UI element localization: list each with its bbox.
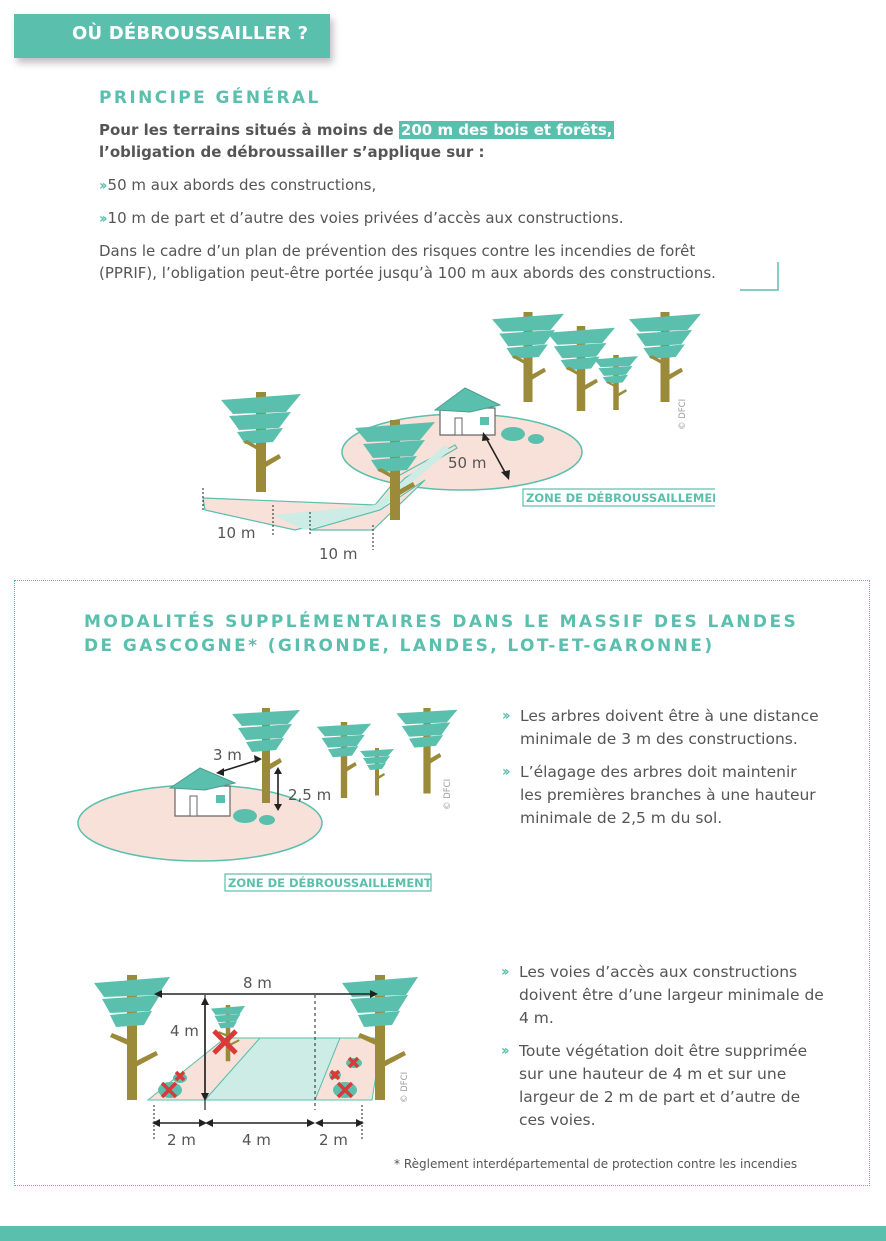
chevron-icon: ›› xyxy=(502,708,510,724)
intro-bold-1: Pour les terrains situés à moins de xyxy=(99,121,399,139)
bullet-line: largeur de 2 m de part et d’autre de xyxy=(519,1088,801,1106)
label-2m-right: 2 m xyxy=(319,1131,348,1149)
figure-road-illustration: 8 m 4 m 2 m 4 m 2 m © DFCI xyxy=(94,974,418,1149)
bullet-line: 4 m. xyxy=(519,1009,554,1027)
bullet-line: minimale de 2,5 m du sol. xyxy=(520,809,723,827)
chevron-icon: ›› xyxy=(502,764,510,780)
banner-title: OÙ DÉBROUSSAILLER ? xyxy=(72,23,309,44)
bullet-line: Les arbres doivent être à une distance xyxy=(520,707,819,725)
section-heading-landes: MODALITÉS SUPPLÉMENTAIRES DANS LE MASSIF… xyxy=(84,610,798,658)
intro-bold-2: l’obligation de débroussailler s’appliqu… xyxy=(99,143,485,161)
section-heading-principe: PRINCIPE GÉNÉRAL xyxy=(99,88,321,108)
bullet-text: 50 m aux abords des constructions, xyxy=(107,176,377,194)
chevron-icon: ›› xyxy=(99,178,107,194)
bullet-text: 10 m de part et d’autre des voies privée… xyxy=(107,209,624,227)
bullet-line: ces voies. xyxy=(519,1111,596,1129)
heading-line: MODALITÉS SUPPLÉMENTAIRES DANS LE MASSIF… xyxy=(84,612,799,632)
label-25m: 2,5 m xyxy=(288,786,331,804)
label-10m-a: 10 m xyxy=(217,524,255,542)
label-50m: 50 m xyxy=(448,454,486,472)
bullet-line: minimale de 3 m des constructions. xyxy=(520,730,798,748)
bullet-item: ›› Toute végétation doit être supprimée … xyxy=(501,1040,849,1132)
chevron-icon: ›› xyxy=(501,1043,509,1059)
paragraph-line: (PPRIF), l’obligation peut-être portée j… xyxy=(99,264,716,282)
road-center xyxy=(273,445,450,530)
intro-highlight: 200 m des bois et forêts, xyxy=(398,121,615,139)
credit-dfci-2: © DFCI xyxy=(443,779,453,810)
credit-dfci-3: © DFCI xyxy=(400,1072,410,1103)
bullet-line: les premières branches à une hauteur xyxy=(520,786,816,804)
footer-bar xyxy=(0,1226,886,1241)
heading-line: DE GASCOGNE* (GIRONDE, LANDES, LOT-ET-GA… xyxy=(84,636,715,656)
bush-icon xyxy=(501,427,544,444)
zone-label-2: ZONE DE DÉBROUSSAILLEMENT xyxy=(228,875,432,890)
footnote: * Règlement interdépartemental de protec… xyxy=(394,1157,798,1171)
house-icon xyxy=(433,387,502,436)
bullet-item: ››10 m de part et d’autre des voies priv… xyxy=(99,207,624,230)
figure-general-illustration: 50 m 10 m 10 m ZONE DE DÉBROUSSAILLEMENT… xyxy=(202,312,715,563)
bush-icon xyxy=(233,809,275,825)
label-10m-b: 10 m xyxy=(319,545,357,563)
bullet-line: sur une hauteur de 4 m et sur une xyxy=(519,1065,787,1083)
label-3m: 3 m xyxy=(213,746,242,764)
credit-dfci-1: © DFCI xyxy=(678,399,688,430)
bullet-item: ›› L’élagage des arbres doit maintenir l… xyxy=(502,761,850,830)
cross-icon xyxy=(160,1056,360,1099)
chevron-icon: ›› xyxy=(99,211,107,227)
section-banner: OÙ DÉBROUSSAILLER ? xyxy=(14,14,330,58)
zone-label-1: ZONE DE DÉBROUSSAILLEMENT xyxy=(526,490,715,505)
bullet-item: ››50 m aux abords des constructions, xyxy=(99,174,376,197)
bullet-line: L’élagage des arbres doit maintenir xyxy=(520,763,797,781)
road-right xyxy=(309,479,426,531)
paragraph-line: Dans le cadre d’un plan de prévention de… xyxy=(99,242,696,260)
bullet-line: Toute végétation doit être supprimée xyxy=(519,1042,808,1060)
label-8m: 8 m xyxy=(243,974,272,992)
corner-mark-icon xyxy=(740,262,779,291)
cross-icon xyxy=(212,1029,238,1055)
chevron-icon: ›› xyxy=(501,964,509,980)
intro-text: Pour les terrains situés à moins de 200 … xyxy=(99,119,659,163)
bullet-item: ›› Les arbres doivent être à une distanc… xyxy=(502,705,850,751)
figure-distance-illustration: 3 m 2,5 m ZONE DE DÉBROUSSAILLEMENT © DF… xyxy=(77,708,458,892)
house-icon xyxy=(168,767,237,817)
landes-section-frame xyxy=(14,580,870,1186)
label-4m-vertical: 4 m xyxy=(170,1022,199,1040)
pprif-paragraph: Dans le cadre d’un plan de prévention de… xyxy=(99,240,799,284)
bullet-line: doivent être d’une largeur minimale de xyxy=(519,986,824,1004)
label-4m-horizontal: 4 m xyxy=(242,1131,271,1149)
label-2m-left: 2 m xyxy=(167,1131,196,1149)
bullet-line: Les voies d’accès aux constructions xyxy=(519,963,798,981)
bullet-item: ›› Les voies d’accès aux constructions d… xyxy=(501,961,849,1030)
